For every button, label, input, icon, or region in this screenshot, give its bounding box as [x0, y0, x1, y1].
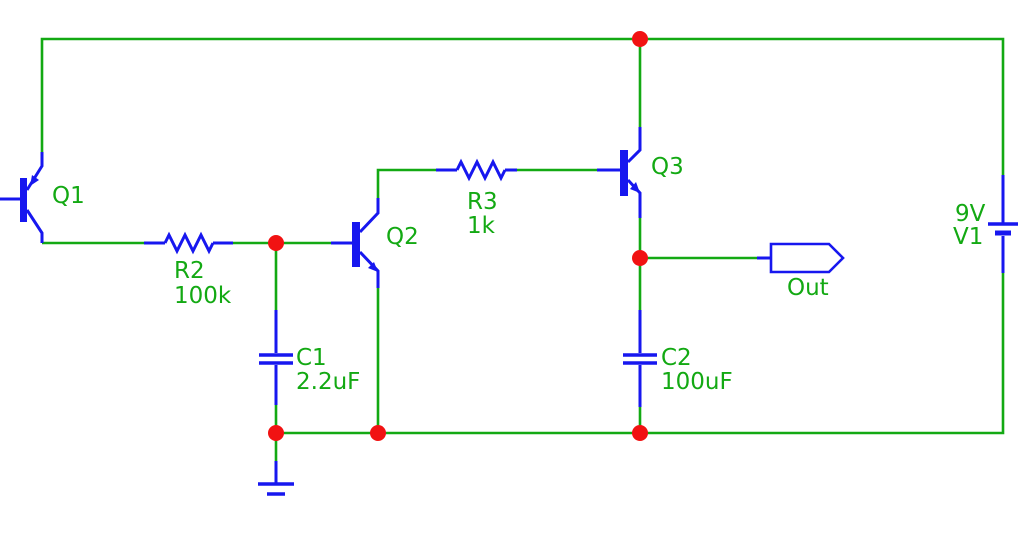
r2-label[interactable]: R2 — [174, 258, 205, 284]
q1-label[interactable]: Q1 — [52, 183, 85, 209]
r3-value[interactable]: 1k — [467, 213, 495, 239]
q3-label[interactable]: Q3 — [651, 154, 684, 180]
q2-collector-lead — [358, 198, 380, 234]
out-flag-shape — [769, 242, 845, 274]
junction-dot — [632, 425, 648, 441]
battery-v1-symbol[interactable] — [988, 175, 1018, 273]
junction-dots — [268, 31, 648, 441]
r3-zigzag — [455, 158, 507, 182]
r2-zigzag — [163, 231, 215, 255]
junction-dot — [370, 425, 386, 441]
transistor-q1-symbol[interactable] — [0, 152, 44, 243]
resistor-r3-symbol[interactable] — [436, 158, 517, 182]
wire-q2-collector-to-r3[interactable] — [376, 168, 436, 198]
wires — [40, 37, 1005, 461]
q1-pnp-arrow-icon — [30, 175, 39, 186]
output-flag[interactable] — [757, 242, 845, 274]
r3-label[interactable]: R3 — [467, 189, 498, 215]
out-label[interactable]: Out — [787, 275, 829, 301]
q2-npn-arrow-icon — [368, 262, 378, 272]
q2-emitter-lead — [358, 250, 380, 288]
c2-value[interactable]: 100uF — [661, 369, 733, 395]
transistor-q2-symbol[interactable] — [331, 198, 380, 288]
c1-label[interactable]: C1 — [296, 345, 327, 371]
c1-value[interactable]: 2.2uF — [296, 369, 361, 395]
c2-label[interactable]: C2 — [661, 345, 692, 371]
transistor-q3-symbol[interactable] — [597, 127, 642, 218]
resistor-r2-symbol[interactable] — [144, 231, 233, 255]
v1-value[interactable]: 9V — [955, 201, 986, 227]
q1-collector-lead — [25, 209, 44, 243]
capacitor-c1-symbol[interactable] — [259, 310, 293, 405]
wire-bottom-rail[interactable] — [276, 273, 1005, 435]
capacitor-c2-symbol[interactable] — [623, 310, 657, 407]
q3-collector-lead — [626, 127, 642, 164]
ground-symbol[interactable] — [258, 461, 294, 496]
q1-base-bar — [20, 178, 27, 222]
r2-value[interactable]: 100k — [174, 283, 232, 309]
q2-label[interactable]: Q2 — [386, 224, 419, 250]
junction-dot — [268, 425, 284, 441]
q3-npn-arrow-icon — [630, 182, 640, 193]
wire-top-rail[interactable] — [40, 37, 1005, 175]
junction-dot — [632, 250, 648, 266]
q1-emitter-lead — [25, 152, 44, 191]
q3-base-bar — [620, 150, 628, 196]
junction-dot — [632, 31, 648, 47]
junction-dot — [268, 235, 284, 251]
q2-base-bar — [352, 222, 360, 267]
v1-label[interactable]: V1 — [953, 224, 984, 250]
